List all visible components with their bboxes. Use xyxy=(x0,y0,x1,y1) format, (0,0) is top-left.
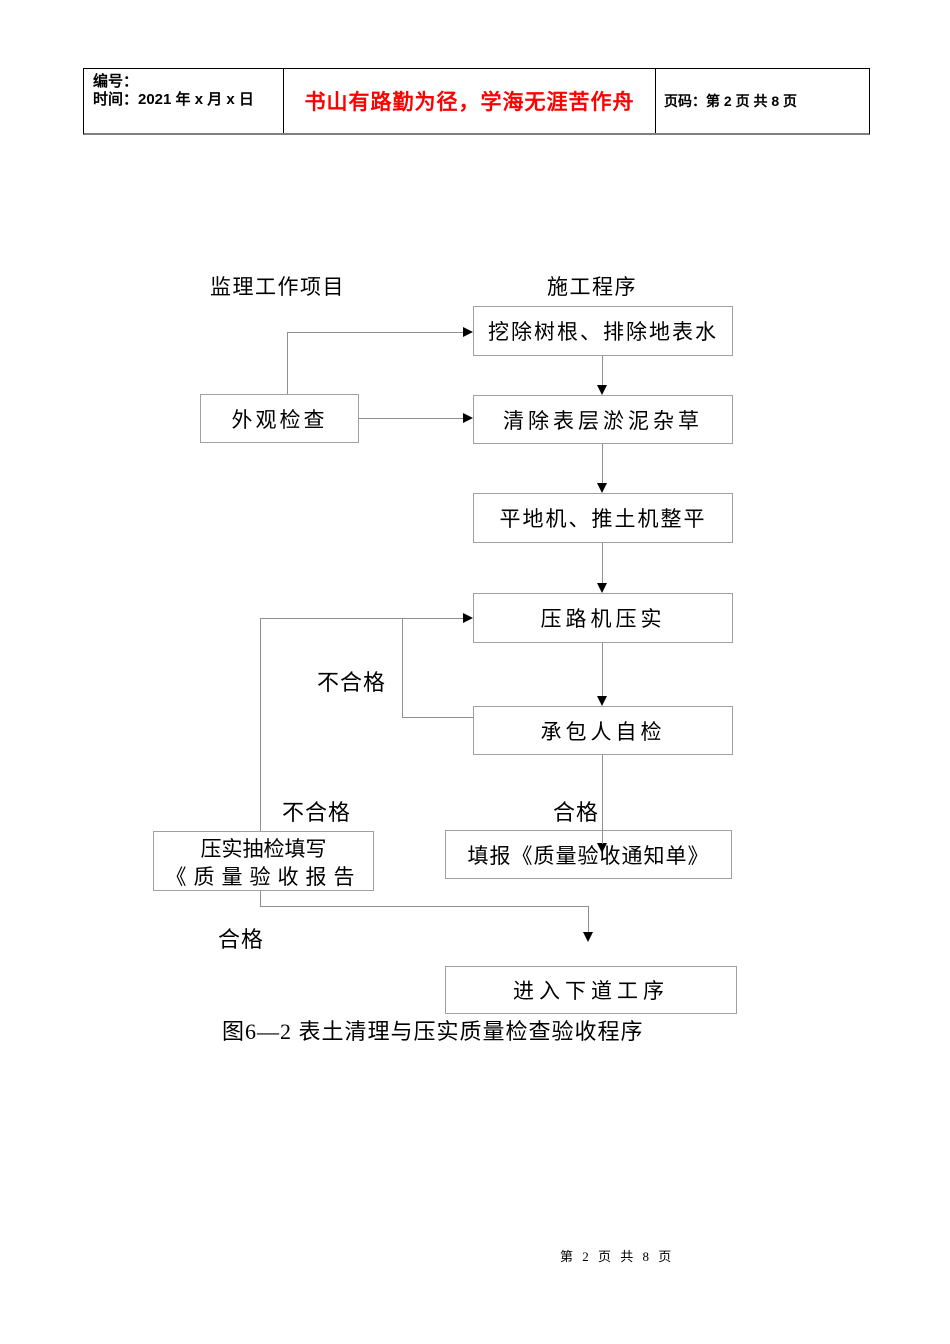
header-time-label: 时间：2021 年 x 月 x 日 xyxy=(93,91,254,108)
flow-box-compaction-sampling: 压实抽检填写 《质量验收报告 xyxy=(153,831,374,891)
header-cell-motto: 书山有路勤为径，学海无涯苦作舟 xyxy=(284,69,656,133)
arrowhead-leveling-roller-icon xyxy=(597,583,607,593)
label-qualified-left: 合格 xyxy=(218,927,265,952)
flow-box-compaction-sampling-line1: 压实抽检填写 xyxy=(200,837,327,861)
arrowhead-clearsilt-leveling-icon xyxy=(597,483,607,493)
flow-box-next-process: 进入下道工序 xyxy=(445,966,737,1014)
feedback-selfcheck-horizontal-line xyxy=(402,717,473,718)
flow-box-appearance-inspection: 外观检查 xyxy=(200,394,359,443)
arrowhead-into-nextprocess-icon xyxy=(583,932,593,942)
connector-clearsilt-to-leveling-line xyxy=(602,444,603,484)
arrowhead-feedback-roller-icon xyxy=(463,613,473,623)
feedback-sampling-vertical-line xyxy=(260,618,261,906)
header-table: 编号： 时间：2021 年 x 月 x 日 书山有路勤为径，学海无涯苦作舟 页码… xyxy=(83,68,870,135)
connector-roller-to-selfcheck-line xyxy=(602,643,603,697)
connector-appearance-to-digroots-line xyxy=(287,332,464,333)
column-title-supervision: 监理工作项目 xyxy=(210,275,345,299)
header-cell-meta: 编号： 时间：2021 年 x 月 x 日 xyxy=(84,69,284,133)
header-number-label: 编号： xyxy=(93,73,139,90)
connector-selfcheck-to-notice-line xyxy=(602,755,603,844)
feedback-selfcheck-vertical-line xyxy=(402,618,403,717)
connector-sampling-to-next-horizontal-line xyxy=(260,906,589,907)
flow-box-contractor-self-check: 承包人自检 xyxy=(473,706,733,755)
flow-box-roller-compaction: 压路机压实 xyxy=(473,593,733,643)
connector-sampling-to-next-vertical-line xyxy=(588,906,589,933)
flow-box-fill-notice: 填报《质量验收通知单》 xyxy=(445,830,732,879)
flow-box-leveling: 平地机、推土机整平 xyxy=(473,493,733,543)
feedback-to-roller-line xyxy=(260,618,464,619)
connector-leveling-to-roller-line xyxy=(602,543,603,584)
flow-box-dig-roots: 挖除树根、排除地表水 xyxy=(473,306,733,356)
arrowhead-selfcheck-notice-icon xyxy=(597,843,607,853)
header-cell-page: 页码：第 2 页 共 8 页 xyxy=(656,69,869,133)
connector-digroots-to-clearsilt-line xyxy=(602,356,603,386)
arrowhead-into-clearsilt-icon xyxy=(463,413,473,423)
figure-caption: 图6—2 表土清理与压实质量检查验收程序 xyxy=(222,1019,644,1044)
connector-appearance-to-clearsilt-line xyxy=(359,418,464,419)
footer-page-number: 第 2 页 共 8 页 xyxy=(560,1249,675,1264)
label-unqualified-lower: 不合格 xyxy=(282,800,352,825)
arrowhead-into-digroots-icon xyxy=(463,327,473,337)
arrowhead-digroots-clearsilt-icon xyxy=(597,385,607,395)
label-unqualified-upper: 不合格 xyxy=(317,670,387,695)
connector-appearance-up-line xyxy=(287,332,288,394)
column-title-procedure: 施工程序 xyxy=(547,275,637,299)
label-qualified-right: 合格 xyxy=(553,800,600,825)
header-page-label: 页码：第 2 页 共 8 页 xyxy=(664,93,798,109)
flow-box-clear-silt: 清除表层淤泥杂草 xyxy=(473,395,733,444)
flow-box-compaction-sampling-line2: 《质量验收报告 xyxy=(165,865,362,889)
header-motto-text: 书山有路勤为径，学海无涯苦作舟 xyxy=(304,91,635,114)
arrowhead-roller-selfcheck-icon xyxy=(597,696,607,706)
